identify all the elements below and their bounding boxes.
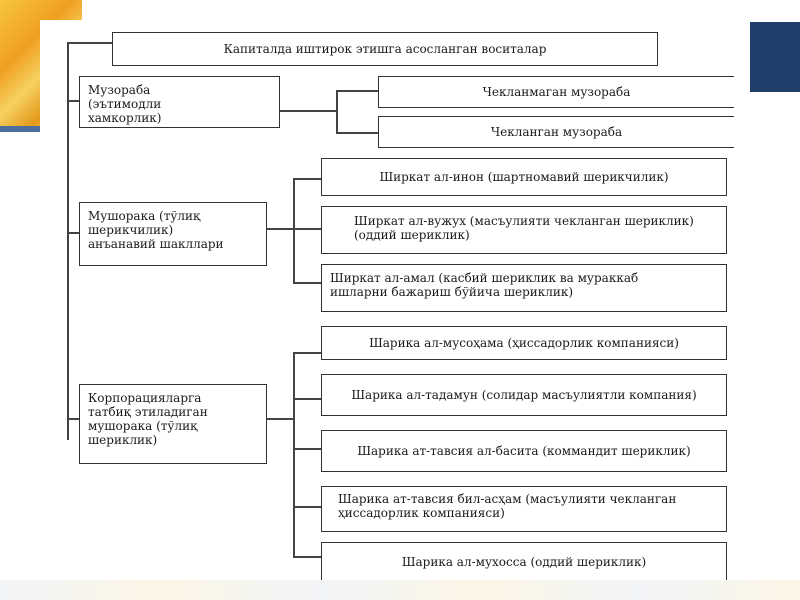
connector-group-2 — [67, 232, 79, 234]
child-box-g2-3: Ширкат ал-амал (касбий шериклик ва мурак… — [321, 264, 727, 312]
decorative-blue-block — [748, 22, 800, 92]
child-box-g1-2: Чекланган музораба — [378, 116, 734, 148]
group-box-corporate-mushoraka: Корпорацияларга татбиқ этиладиган мушора… — [79, 384, 267, 464]
connector-g2-out — [267, 228, 293, 230]
group-1-label-line: Музораба — [88, 83, 151, 97]
child-box-g3-3: Шарика ат-тавсия ал-басита (коммандит ше… — [321, 430, 727, 472]
group-1-label-line: (эътимодли — [88, 97, 162, 111]
child-label-line: ишларни бажариш бўйича шериклик) — [330, 285, 574, 299]
group-box-muzoraba: Музораба (эътимодли хамкорлик) — [79, 76, 280, 128]
connector-g3-child-3 — [293, 448, 321, 450]
connector-g2-child-2 — [293, 228, 321, 230]
child-label: Шарика ал-мусоҳама (ҳиссадорлик компания… — [369, 336, 679, 350]
child-label: Чекланмаган музораба — [482, 85, 631, 99]
child-box-g3-4: Шарика ат-тавсия бил-асҳам (масъулияти ч… — [321, 486, 727, 532]
group-1-label-line: хамкорлик) — [88, 111, 162, 125]
connector-g2-child-3 — [293, 282, 321, 284]
child-label-line: Ширкат ал-амал (касбий шериклик ва мурак… — [330, 271, 639, 285]
connector-g3-out — [267, 418, 293, 420]
connector-g1-bus — [336, 90, 338, 132]
connector-title-stub — [67, 42, 112, 44]
child-label: Шарика ал-мухосса (оддий шериклик) — [401, 554, 647, 569]
child-label-line: (оддий шериклик) — [354, 228, 470, 242]
connector-main-trunk — [67, 42, 69, 440]
group-2-label-line: Мушорака (тўлиқ — [88, 209, 201, 223]
connector-g3-child-2 — [293, 398, 321, 400]
group-3-label-line: татбиқ этиладиган — [88, 405, 208, 419]
group-3-label-line: мушорака (тўлиқ — [88, 419, 198, 433]
connector-g3-child-5 — [293, 556, 321, 558]
child-label-line: ҳиссадорлик компанияси) — [338, 506, 505, 520]
child-label: Ширкат ал-инон (шартномавий шерикчилик) — [379, 170, 669, 184]
connector-g3-child-1 — [293, 352, 321, 354]
connector-g3-child-4 — [293, 506, 321, 508]
child-box-g3-5: Шарика ал-мухосса (оддий шериклик) — [321, 542, 727, 580]
connector-g1-child-1 — [336, 90, 378, 92]
connector-group-1 — [67, 100, 79, 102]
child-label: Шарика ал-тадамун (солидар масъулиятли к… — [351, 388, 697, 402]
child-box-g3-2: Шарика ал-тадамун (солидар масъулиятли к… — [321, 374, 727, 416]
group-2-label-line: анъанавий шакллари — [88, 237, 224, 251]
child-label: Чекланган музораба — [490, 125, 623, 139]
child-box-g1-1: Чекланмаган музораба — [378, 76, 734, 108]
connector-g2-bus — [293, 178, 295, 282]
child-label-line: Шарика ат-тавсия бил-асҳам (масъулияти ч… — [338, 492, 677, 506]
connector-g1-child-2 — [336, 132, 378, 134]
diagram-title-box: Капиталда иштирок этишга асосланган воси… — [112, 32, 658, 66]
connector-group-3 — [67, 418, 79, 420]
group-3-label-line: Корпорацияларга — [88, 391, 202, 405]
child-box-g2-2: Ширкат ал-вужух (масъулияти чекланган ше… — [321, 206, 727, 254]
group-box-mushoraka: Мушорака (тўлиқ шерикчилик) анъанавий ша… — [79, 202, 267, 266]
child-label: Шарика ат-тавсия ал-басита (коммандит ше… — [357, 444, 691, 458]
connector-g2-child-1 — [293, 178, 321, 180]
decorative-bottom-band — [0, 580, 800, 600]
diagram-slide: Капиталда иштирок этишга асосланган воси… — [40, 20, 750, 580]
connector-g1-out — [280, 110, 336, 112]
connector-g3-bus — [293, 352, 295, 556]
group-2-label-line: шерикчилик) — [88, 223, 174, 237]
child-box-g3-1: Шарика ал-мусоҳама (ҳиссадорлик компания… — [321, 326, 727, 360]
child-box-g2-1: Ширкат ал-инон (шартномавий шерикчилик) — [321, 158, 727, 196]
diagram-title: Капиталда иштирок этишга асосланган воси… — [223, 42, 547, 56]
group-3-label-line: шериклик) — [88, 433, 158, 447]
child-label-line: Ширкат ал-вужух (масъулияти чекланган ше… — [354, 214, 694, 228]
